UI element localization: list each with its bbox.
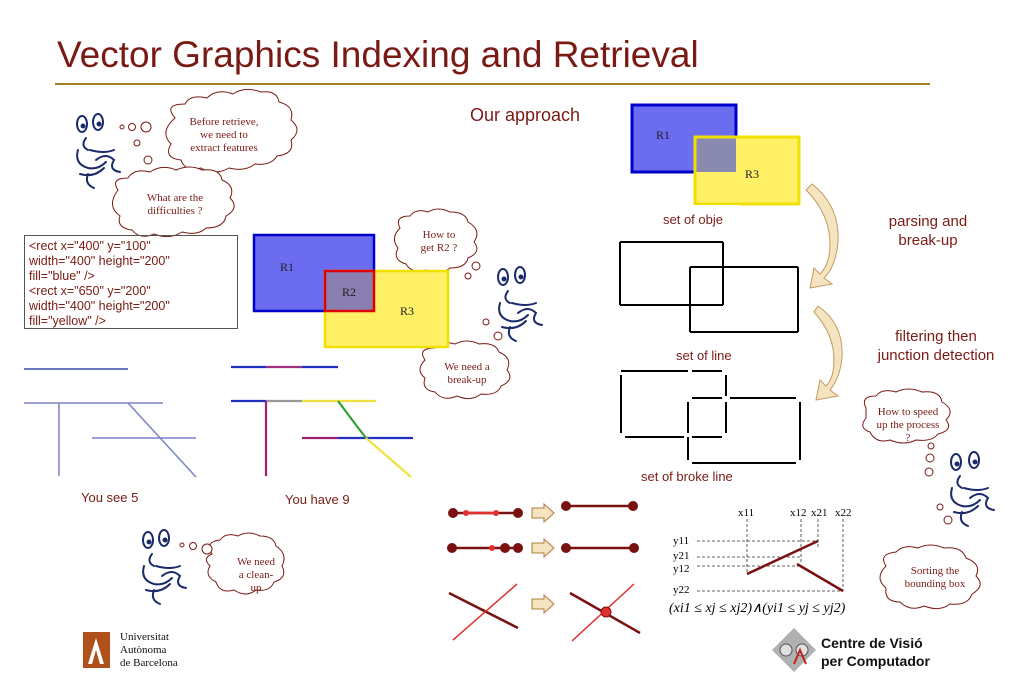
set-of-broke-line-label: set of broke line	[641, 469, 733, 484]
bubble-sorting	[879, 544, 981, 610]
bubble-how-to-get	[394, 208, 478, 274]
uab-logo-text: Universitat Autònoma de Barcelona	[120, 631, 178, 669]
bubble-how-to-get-text: How to get R2 ?	[420, 229, 458, 254]
y11-label: y11	[673, 535, 690, 547]
set-of-objects-label: set of obje	[663, 212, 723, 227]
you-see-label: You see 5	[81, 490, 139, 505]
thinker-figure-4	[950, 451, 995, 527]
curved-arrow-filtering	[813, 305, 843, 401]
x11-label: x11	[738, 507, 755, 519]
cleanup-examples	[447, 501, 641, 642]
lines-you-have	[231, 365, 413, 478]
x22-label: x22	[835, 507, 852, 519]
x12-label: x12	[790, 507, 807, 519]
filtering-label: filtering then junction detection	[877, 328, 995, 364]
cvc-logo-icon	[772, 628, 816, 672]
cvc-logo-text: Centre de Visió per Computador	[821, 635, 930, 669]
set-of-broke-line	[620, 370, 801, 464]
bubble-need-breakup	[419, 340, 511, 400]
rect-r2-mid-label: R2	[342, 285, 357, 299]
approach-label: Our approach	[470, 105, 581, 125]
thinker-figure-1	[76, 113, 121, 189]
thinker-figure-3	[142, 529, 187, 605]
lines-you-see	[24, 368, 197, 478]
set-of-line	[619, 241, 799, 333]
parsing-label: parsing and break-up	[888, 213, 968, 249]
curved-arrow-parsing	[805, 183, 839, 289]
rect-r1-top-label: R1	[656, 128, 671, 142]
bubble-speed-up	[862, 388, 951, 444]
bubble-need-cleanup-text: We need a clean- up	[237, 556, 275, 594]
rect-r1-mid-label: R1	[280, 260, 295, 274]
rect-r3-mid-label: R3	[400, 304, 415, 318]
bubble-difficulties	[112, 166, 235, 238]
rect-r2-mid	[323, 269, 376, 313]
y21-label: y21	[673, 550, 690, 562]
bubble-before-retrieve-text: Before retrieve, we need to extract feat…	[189, 116, 259, 154]
interval-formula: (xi1 ≤ xj ≤ xj2)∧(yi1 ≤ yj ≤ yj2)	[669, 601, 846, 616]
rect-r3-top-label: R3	[745, 167, 760, 181]
rect-overlap-top	[695, 137, 736, 172]
y22-label: y22	[673, 584, 690, 596]
bubble-need-cleanup	[206, 532, 285, 595]
title-rule	[55, 83, 930, 85]
bubble-need-breakup-text: We need a break-up	[444, 361, 490, 386]
you-have-label: You have 9	[285, 492, 350, 507]
thinker-figure-2	[497, 266, 543, 342]
uab-logo-icon	[83, 632, 110, 668]
bbox-diagram	[697, 519, 844, 592]
set-of-line-label: set of line	[676, 348, 732, 363]
bubble-difficulties-text: What are the difficulties ?	[146, 192, 204, 217]
bubble-sorting-text: Sorting the bounding box	[904, 565, 966, 590]
bubble-speed-up-text: How to speed up the process ?	[876, 406, 940, 444]
slide-title: Vector Graphics Indexing and Retrieval	[57, 34, 699, 75]
y12-label: y12	[673, 563, 690, 575]
bubble-before-retrieve	[165, 88, 298, 173]
x21-label: x21	[811, 507, 828, 519]
svg-code-box: <rect x="400" y="100" width="400" height…	[24, 235, 238, 329]
